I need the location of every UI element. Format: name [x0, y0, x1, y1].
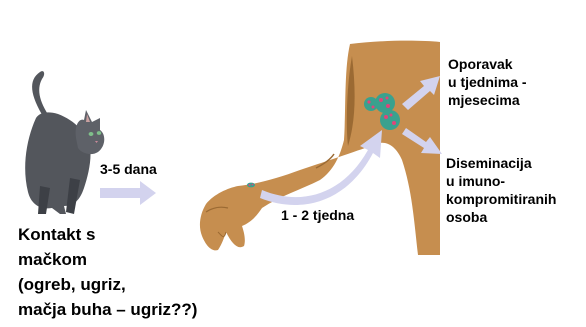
outcome-dissemination-line: Diseminacija [446, 154, 556, 172]
cat-illustration [25, 71, 104, 214]
outcome-recovery-line: u tjednima - [448, 73, 527, 91]
outcome-dissemination-line: u imuno- [446, 172, 556, 190]
outcome-dissemination-label: Diseminacija u imuno- kompromitiranih os… [446, 154, 556, 226]
outcome-recovery-line: Oporavak [448, 55, 527, 73]
outcome-dissemination-line: kompromitiranih [446, 190, 556, 208]
arrow-incubation [100, 181, 156, 205]
cat-eye [89, 132, 94, 136]
contact-label: Kontakt s mačkom (ogreb, ugriz, mačja bu… [18, 222, 197, 322]
spread-duration-label: 1 - 2 tjedna [281, 206, 354, 224]
outcome-dissemination-line: osoba [446, 208, 556, 226]
lymph-node [380, 110, 400, 130]
contact-label-line: mačkom [18, 247, 197, 272]
contact-label-line: mačja buha – ugriz??) [18, 297, 197, 322]
incubation-label: 3-5 dana [100, 160, 157, 178]
lymph-node [375, 93, 395, 113]
cat-eye [97, 131, 101, 135]
contact-label-line: Kontakt s [18, 222, 197, 247]
outcome-recovery-line: mjesecima [448, 91, 527, 109]
outcome-recovery-label: Oporavak u tjednima - mjesecima [448, 55, 527, 109]
inoculation-site [247, 183, 255, 188]
lymph-node [364, 97, 378, 111]
contact-label-line: (ogreb, ugriz, [18, 272, 197, 297]
